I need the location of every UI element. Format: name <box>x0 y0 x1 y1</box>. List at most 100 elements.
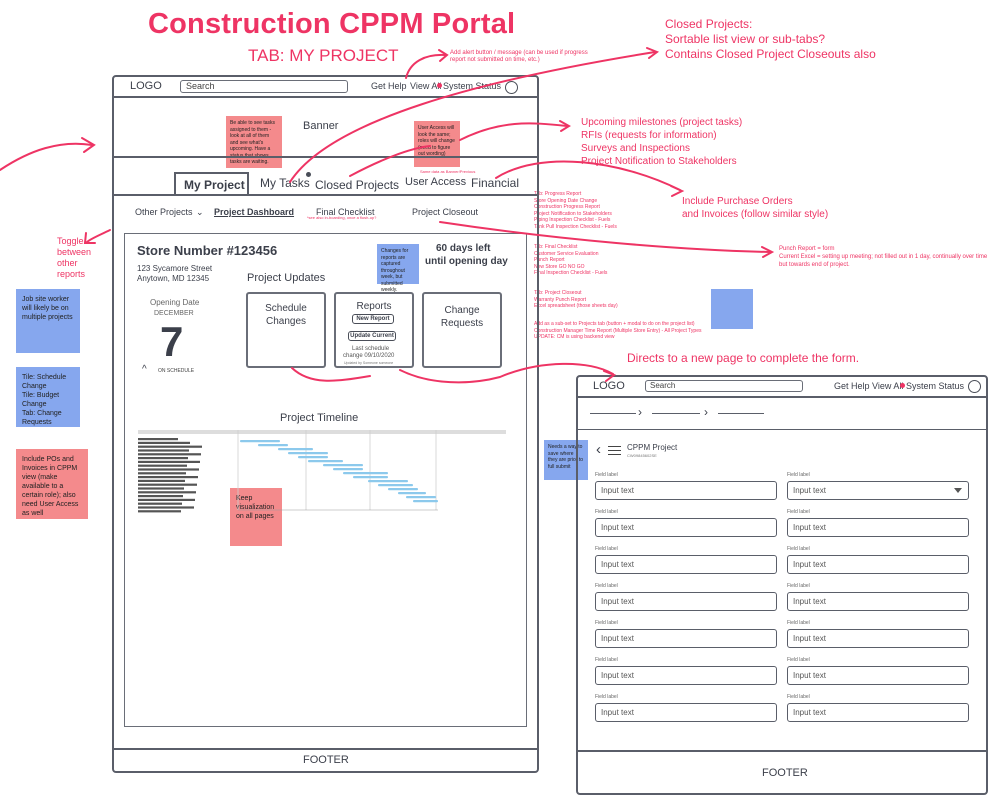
timeline-task-label <box>138 438 178 441</box>
input-field[interactable]: Input text <box>595 518 777 537</box>
schedule-changes-card[interactable]: Schedule Changes <box>246 292 326 368</box>
timeline-bar <box>258 444 288 447</box>
timeline-task-label <box>138 468 199 471</box>
input-field[interactable]: Input text <box>787 518 969 537</box>
last-change-date: change 09/10/2020 <box>343 353 395 359</box>
input-field[interactable]: Input text <box>787 666 969 685</box>
avatar-icon-2[interactable] <box>968 380 981 393</box>
field-label: Field label <box>787 620 810 626</box>
opening-day: 7 <box>160 318 184 365</box>
back-chevron-icon[interactable]: ‹ <box>596 441 601 458</box>
project-title: CPPM Project <box>627 443 678 452</box>
input-field[interactable]: Input text <box>595 592 777 611</box>
input-field[interactable]: Input text <box>595 666 777 685</box>
days-left: 60 days left <box>436 243 491 254</box>
timeline-bar <box>240 440 280 443</box>
get-help-link[interactable]: Get Help <box>371 81 407 91</box>
timeline-task-label <box>138 495 183 498</box>
subtab-final-checklist[interactable]: Final Checklist <box>316 207 375 217</box>
field-label: Field label <box>595 546 618 552</box>
chevron-down-icon[interactable]: ⌄ <box>196 207 204 217</box>
directs-annotation: Directs to a new page to complete the fo… <box>627 351 860 365</box>
sticky-blank-blue <box>711 289 753 329</box>
select-field[interactable]: Input text <box>787 481 969 500</box>
timeline-task-label <box>138 449 189 452</box>
project-sub: CW09845602SE <box>627 453 657 458</box>
tab-closeout-annotation: Tab: Project Closeout Warranty Punch Rep… <box>534 290 618 309</box>
sticky-tile-changes: Tile: Schedule Change Tile: Budget Chang… <box>16 367 80 427</box>
sticky-keep-vis: Keep visualization on all pages <box>230 488 282 546</box>
timeline-task-label <box>138 472 186 475</box>
get-help-link-2[interactable]: Get Help <box>834 381 870 391</box>
logo-2: LOGO <box>593 380 625 392</box>
search-input[interactable]: Search <box>180 80 348 93</box>
reports-card[interactable]: Reports <box>334 292 414 368</box>
timeline-task-label <box>138 476 198 479</box>
menu-icon[interactable] <box>608 446 621 455</box>
timeline-bar <box>323 464 363 467</box>
tab-my-project[interactable]: My Project <box>184 178 245 192</box>
input-field[interactable]: Input text <box>787 555 969 574</box>
sticky-include-pos: Include POs and Invoices in CPPM view (m… <box>16 449 88 519</box>
tab-my-project-frame <box>174 172 249 196</box>
avatar-icon[interactable] <box>505 81 518 94</box>
timeline-bar <box>333 468 363 471</box>
field-label: Field label <box>787 509 810 515</box>
subset-annotation: Add as a sub-set to Projects tab (button… <box>534 321 702 340</box>
timeline-task-label <box>138 487 184 490</box>
input-field[interactable]: Input text <box>787 629 969 648</box>
store-number: Store Number #123456 <box>137 243 278 258</box>
timeline-task-label <box>138 464 187 467</box>
input-field[interactable]: Input text <box>595 481 777 500</box>
input-field[interactable]: Input text <box>787 592 969 611</box>
address-line2: Anytown, MD 12345 <box>137 274 210 283</box>
my-project-items-annotation: Upcoming milestones (project tasks) RFIs… <box>581 117 743 167</box>
tab-caption: TAB: MY PROJECT <box>248 46 399 65</box>
sticky-needs-way: Needs a way to save where they are prior… <box>544 440 588 480</box>
view-all-link-2[interactable]: View All <box>872 381 904 391</box>
input-field[interactable]: Input text <box>595 629 777 648</box>
tab-my-tasks[interactable]: My Tasks <box>260 176 310 190</box>
caret-down-icon <box>954 488 962 493</box>
new-report-button[interactable]: New Report <box>352 314 394 324</box>
update-current-button[interactable]: Update Current <box>348 331 396 341</box>
change-requests-title: Change Requests <box>440 305 484 329</box>
tab-user-access[interactable]: User Access <box>405 176 467 188</box>
timeline-bar <box>308 460 343 463</box>
opening-month: DECEMBER <box>154 310 194 317</box>
input-field[interactable]: Input text <box>595 555 777 574</box>
timeline-task-label <box>138 453 201 456</box>
subtab-project-closeout[interactable]: Project Closeout <box>412 207 479 217</box>
financial-annotation: Include Purchase Orders and Invoices (fo… <box>682 196 829 220</box>
subtab-project-dashboard[interactable]: Project Dashboard <box>214 207 295 217</box>
closed-projects-annotation: Closed Projects: Sortable list view or s… <box>665 17 876 61</box>
dashboard-panel <box>124 233 527 727</box>
reports-title: Reports <box>356 301 392 312</box>
system-status-link-2[interactable]: System Status <box>906 381 965 391</box>
final-checklist-note: *see also in-boarding, once a flush-up? <box>307 215 377 220</box>
timeline-bar <box>278 448 313 451</box>
timeline-task-label <box>138 441 190 444</box>
timeline-bar <box>353 476 388 479</box>
alert-dot-icon-2[interactable] <box>900 383 905 388</box>
address-line1: 123 Sycamore Street <box>137 264 213 273</box>
input-field[interactable]: Input text <box>595 703 777 722</box>
form-wireframe <box>576 375 988 795</box>
field-label: Field label <box>595 583 618 589</box>
timeline-task-label <box>138 445 202 448</box>
subtab-other-projects[interactable]: Other Projects <box>135 207 193 217</box>
opening-date-label: Opening Date <box>150 298 200 307</box>
search-input-2[interactable]: Search <box>645 380 803 392</box>
footer: FOOTER <box>303 754 349 766</box>
timeline-task-label <box>138 498 195 501</box>
alert-dot-icon[interactable] <box>437 83 442 88</box>
until-opening: until opening day <box>425 256 508 267</box>
chevron-up-icon: ^ <box>142 364 147 375</box>
input-field[interactable]: Input text <box>787 703 969 722</box>
field-label: Field label <box>787 694 810 700</box>
tab-financial[interactable]: Financial <box>471 176 520 190</box>
change-requests-card[interactable]: Change Requests <box>422 292 502 368</box>
system-status-link[interactable]: System Status <box>443 81 502 91</box>
tab-closed-projects[interactable]: Closed Projects <box>315 178 400 192</box>
timeline-bar <box>288 452 328 455</box>
